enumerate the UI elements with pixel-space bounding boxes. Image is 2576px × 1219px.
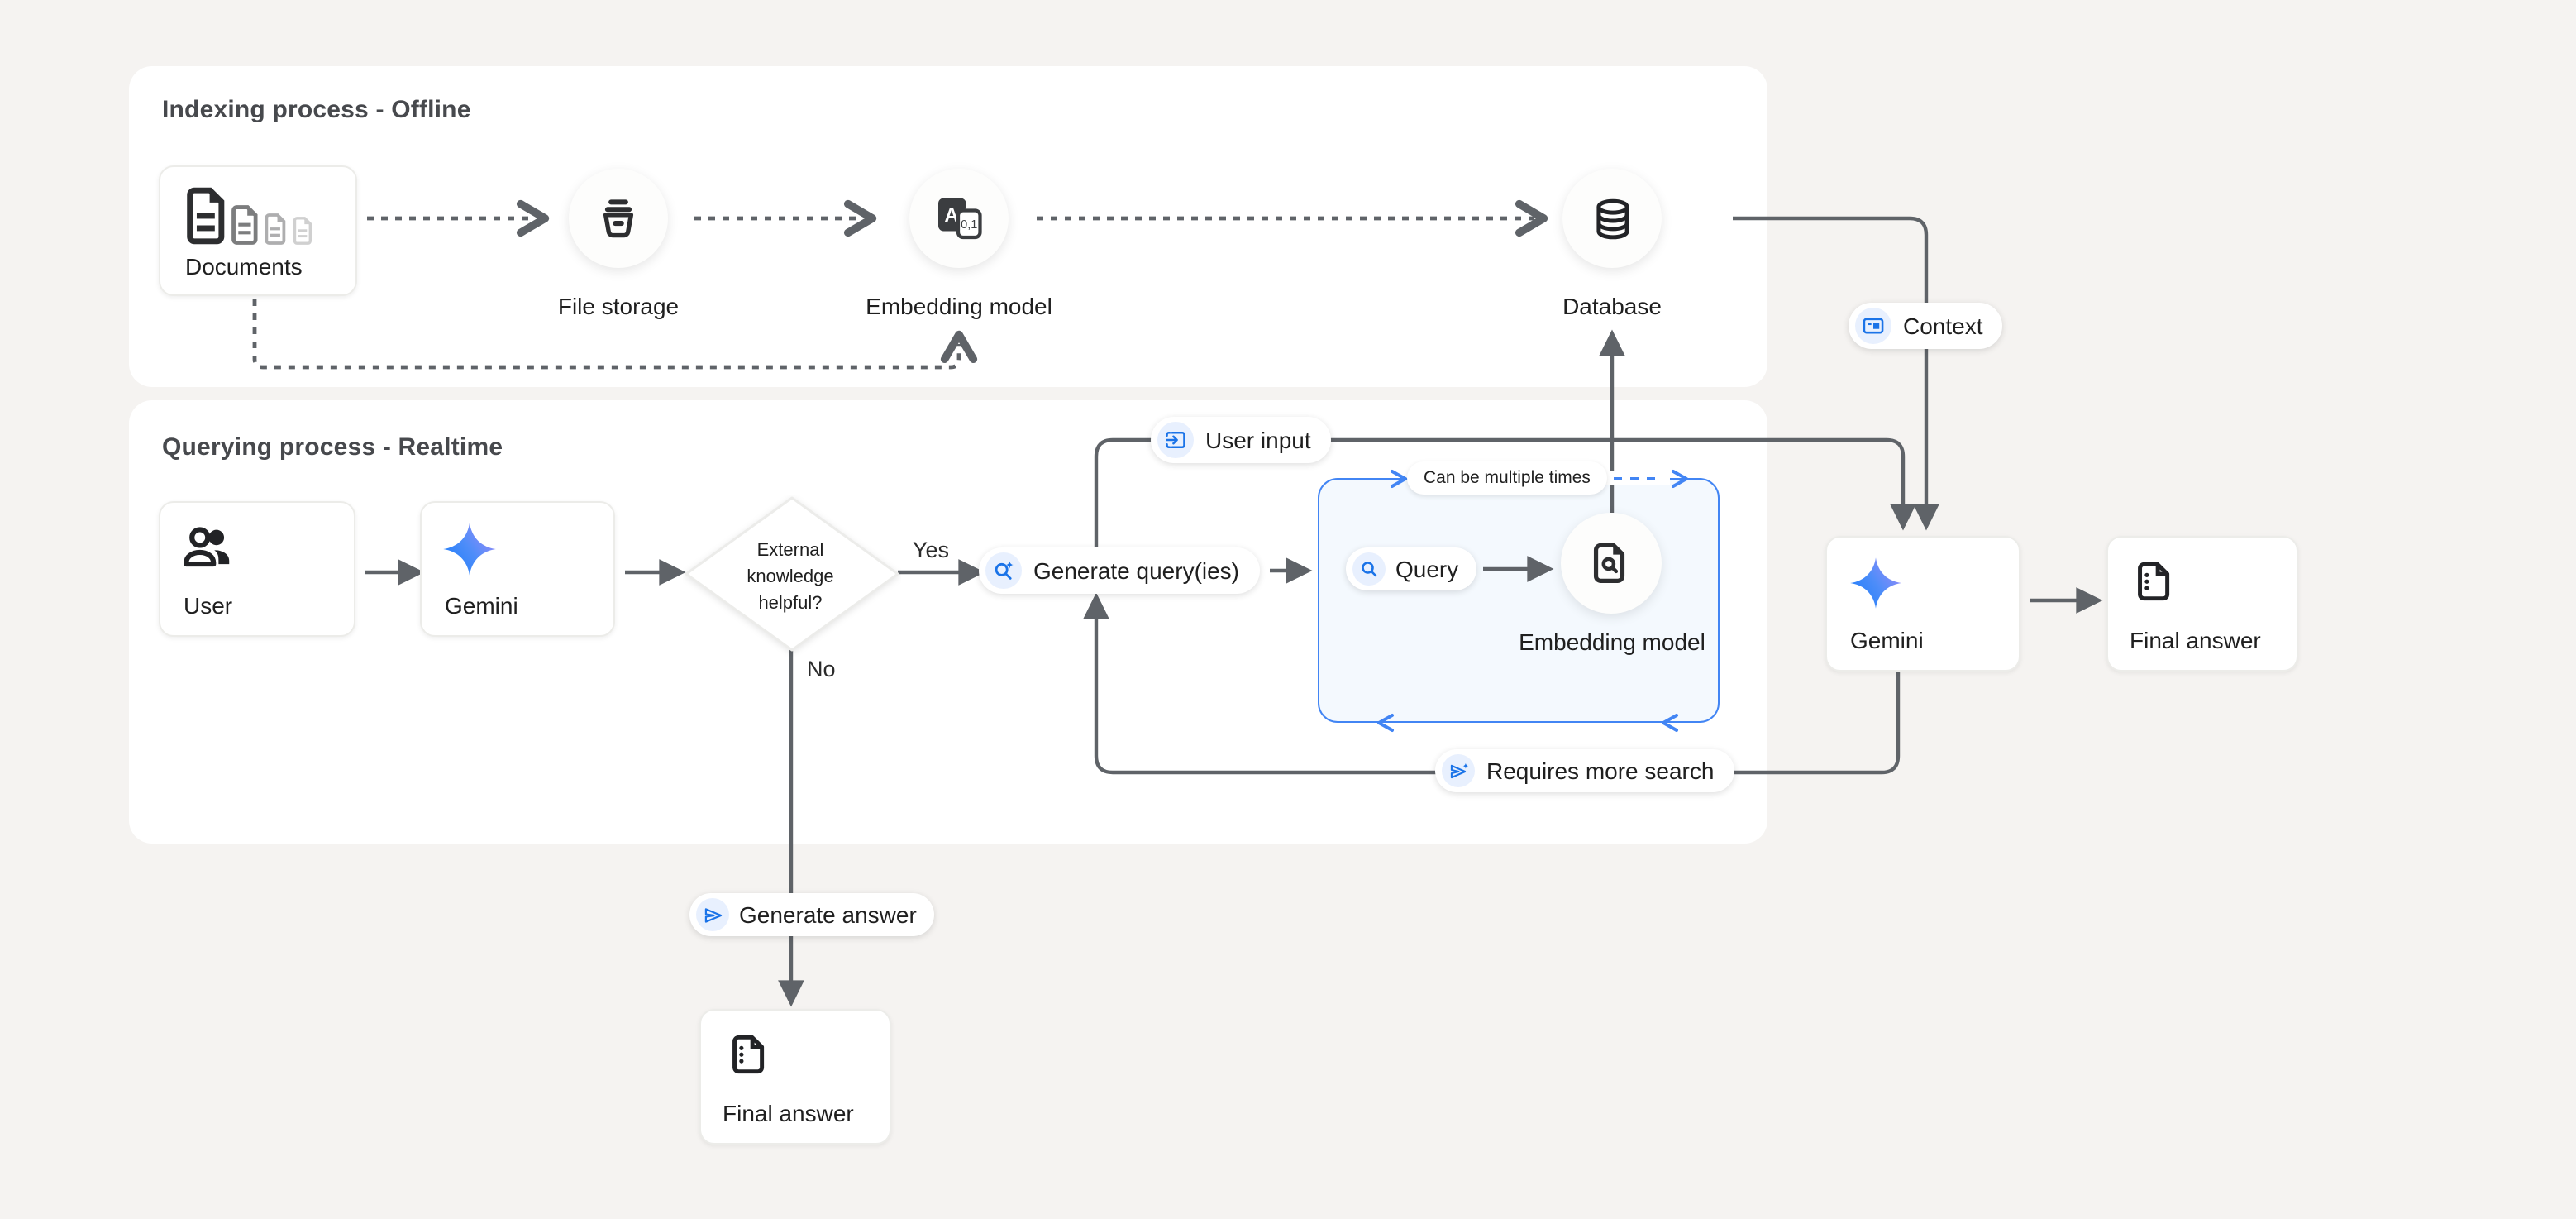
generate-queries-label: Generate query(ies) xyxy=(1033,557,1239,584)
user-label: User xyxy=(184,592,232,619)
embedding-model-offline-label: Embedding model xyxy=(866,293,1052,319)
no-edge-label: No xyxy=(807,657,836,681)
translate-binary-icon: A 0,1 xyxy=(934,194,984,243)
documents-label: Documents xyxy=(185,253,303,280)
decision-text: External knowledge helpful? xyxy=(708,538,873,617)
database-node xyxy=(1562,169,1662,268)
indexing-panel-title: Indexing process - Offline xyxy=(162,96,471,124)
final-answer-right-card: Final answer xyxy=(2106,536,2298,672)
decision-line3: helpful? xyxy=(708,590,873,617)
send-icon xyxy=(696,898,729,931)
final-answer-right-label: Final answer xyxy=(2130,627,2261,653)
file-storage-node xyxy=(569,169,668,268)
document-notes-icon xyxy=(727,1032,772,1077)
generate-answer-pill: Generate answer xyxy=(689,893,935,936)
requires-more-search-label: Requires more search xyxy=(1486,758,1714,784)
document-icon xyxy=(231,205,258,245)
gemini-query-label: Gemini xyxy=(445,592,518,619)
user-card: User xyxy=(159,501,355,637)
storage-bucket-icon xyxy=(595,195,642,241)
embedding-model-realtime-node xyxy=(1561,513,1662,614)
user-input-pill: User input xyxy=(1151,417,1331,463)
retrieval-loop-box xyxy=(1318,478,1720,723)
requires-more-search-pill: Requires more search xyxy=(1435,749,1734,792)
generate-queries-pill: Generate query(ies) xyxy=(979,547,1259,594)
file-storage-label: File storage xyxy=(558,293,679,319)
gemini-answer-card: Gemini xyxy=(1825,536,2020,672)
database-label: Database xyxy=(1562,293,1662,319)
documents-card: Documents xyxy=(159,165,357,296)
database-cylinder-icon xyxy=(1590,196,1634,241)
search-sparkle-icon xyxy=(985,552,1022,589)
document-icon xyxy=(265,213,286,245)
embedding-model-realtime-label: Embedding model xyxy=(1513,625,1711,660)
embedding-model-offline-node: A 0,1 xyxy=(909,169,1009,268)
svg-text:0,1: 0,1 xyxy=(961,218,977,232)
can-be-multiple-times-label: Can be multiple times xyxy=(1424,468,1591,488)
document-notes-icon xyxy=(2133,559,2178,604)
document-search-icon xyxy=(1589,541,1634,586)
input-icon xyxy=(1157,422,1194,458)
user-input-label: User input xyxy=(1205,427,1311,453)
document-icon xyxy=(187,187,225,245)
query-pill: Query xyxy=(1346,547,1476,590)
gemini-star-icon xyxy=(1849,556,1903,610)
decision-line1: External xyxy=(708,538,873,564)
querying-panel-title: Querying process - Realtime xyxy=(162,433,503,461)
article-icon xyxy=(1855,308,1891,344)
query-label: Query xyxy=(1395,556,1458,582)
send-sparkle-icon xyxy=(1442,754,1475,787)
search-icon xyxy=(1352,552,1386,586)
final-answer-bottom-card: Final answer xyxy=(699,1009,891,1145)
gemini-query-card: Gemini xyxy=(420,501,615,637)
gemini-star-icon xyxy=(441,521,498,577)
yes-edge-label: Yes xyxy=(913,538,949,562)
context-label: Context xyxy=(1903,313,1983,339)
final-answer-bottom-label: Final answer xyxy=(723,1100,854,1126)
gemini-answer-label: Gemini xyxy=(1850,627,1924,653)
can-be-multiple-times-pill: Can be multiple times xyxy=(1407,461,1607,495)
decision-line2: knowledge xyxy=(708,564,873,590)
documents-stack-icon xyxy=(187,187,312,245)
document-icon xyxy=(293,217,312,245)
generate-answer-label: Generate answer xyxy=(739,901,917,928)
people-icon xyxy=(182,524,233,569)
context-pill: Context xyxy=(1849,303,2003,349)
